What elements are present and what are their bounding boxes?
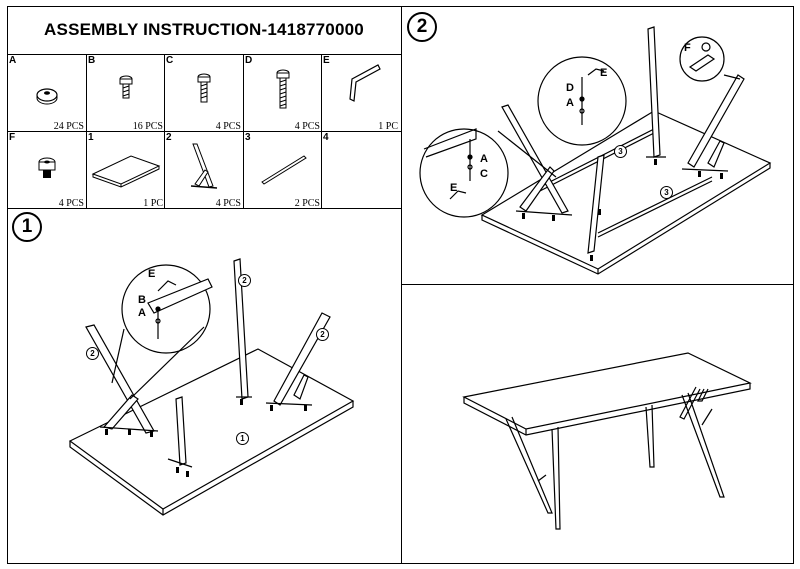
part-letter: E: [323, 55, 330, 66]
part-cell-b: B 16 PCS: [87, 55, 165, 133]
step-2-badge: 2: [407, 12, 437, 42]
part-letter: 3: [245, 132, 251, 143]
step-2-top-callout-label: A: [566, 97, 574, 109]
step-2-part-tag: 3: [660, 186, 673, 199]
part-letter: D: [245, 55, 253, 66]
part-letter: A: [9, 55, 17, 66]
medium-bolt-icon: [197, 73, 211, 103]
part-quantity: 1 PC: [143, 198, 163, 209]
step-2-top-callout-label: D: [566, 82, 574, 94]
step-2-left-callout-label: A: [480, 153, 488, 165]
part-quantity: 1 PC: [378, 121, 398, 132]
part-letter: 2: [166, 132, 172, 143]
step-1-diagram: [68, 258, 355, 516]
leveling-foot-icon: [38, 157, 56, 178]
step-2-diagram: [419, 26, 772, 275]
part-letter: 1: [88, 132, 94, 143]
part-cell-d: D 4 PCS: [244, 55, 322, 133]
step-1-callout-label: A: [138, 307, 146, 319]
step-2-foot-callout-label: F: [684, 42, 691, 54]
part-quantity: 24 PCS: [53, 121, 84, 132]
part-cell-a: A 24 PCS: [8, 55, 86, 133]
crossbar-icon: [261, 155, 307, 185]
part-letter: 4: [323, 132, 329, 143]
leg-frame-icon: [190, 143, 218, 189]
tabletop-icon: [91, 155, 161, 188]
step-1-badge: 1: [12, 212, 42, 242]
part-letter: F: [9, 132, 16, 143]
part-quantity: 4 PCS: [215, 198, 241, 209]
step-1-part-tag: 2: [316, 328, 329, 341]
part-quantity: 4 PCS: [58, 198, 84, 209]
part-letter: C: [166, 55, 174, 66]
step-1-callout-label: B: [138, 294, 146, 306]
step-2-left-callout-label: C: [480, 168, 488, 180]
part-cell-e: E 1 PC: [322, 55, 400, 133]
page-title: ASSEMBLY INSTRUCTION-1418770000: [44, 20, 364, 39]
short-bolt-icon: [119, 75, 133, 99]
part-cell-f: F 4 PCS: [8, 132, 86, 210]
step-1-callout-label: E: [148, 268, 156, 280]
part-cell-c: C 4 PCS: [165, 55, 243, 133]
part-cell-3: 3 2 PCS: [244, 132, 322, 210]
empty-icon: [322, 132, 400, 210]
step-1-part-tag: 2: [86, 347, 99, 360]
part-cell-1: 1 1 PC: [87, 132, 165, 210]
part-cell-4: 4: [322, 132, 400, 210]
part-quantity: 4 PCS: [215, 121, 241, 132]
washer-icon: [36, 88, 58, 105]
part-quantity: 4 PCS: [294, 121, 320, 132]
step-2-left-callout-label: E: [450, 182, 458, 194]
step-1-part-tag: 1: [236, 432, 249, 445]
step-2-part-tag: 3: [614, 145, 627, 158]
step-2-top-callout-label: E: [600, 67, 608, 79]
allen-key-icon: [349, 64, 381, 102]
long-bolt-icon: [276, 69, 290, 109]
part-quantity: 2 PCS: [294, 198, 320, 209]
part-cell-2: 2 4 PCS: [165, 132, 243, 210]
part-letter: B: [88, 55, 96, 66]
part-quantity: 16 PCS: [132, 121, 163, 132]
assembled-table-diagram: [462, 352, 752, 530]
step-1-part-tag: 2: [238, 274, 251, 287]
